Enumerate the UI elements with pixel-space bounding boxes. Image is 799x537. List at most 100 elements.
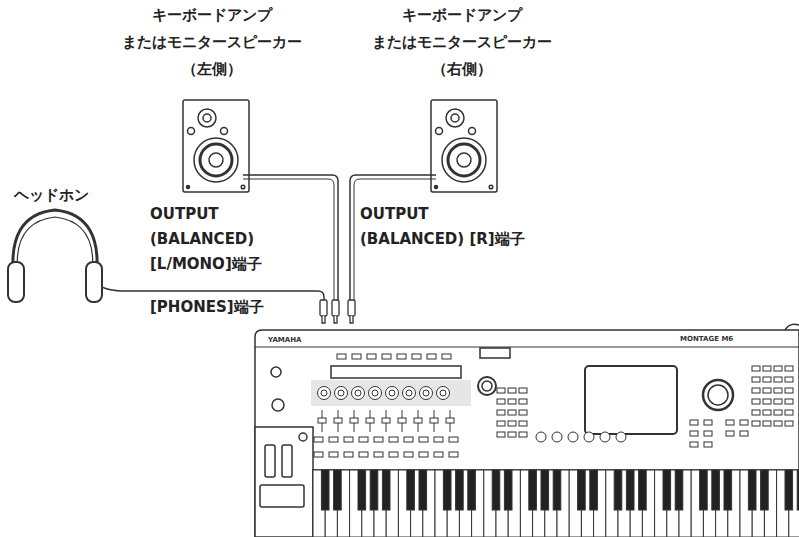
knob [536, 432, 546, 442]
panel-button [419, 437, 428, 442]
phones-label: [PHONES]端子 [150, 295, 310, 320]
panel-button [785, 410, 793, 415]
black-key [419, 470, 427, 510]
panel-button [704, 420, 712, 425]
output-label: OUTPUT (BALANCED) [L/MONO]端子 [150, 202, 326, 277]
black-key [626, 470, 634, 510]
black-key [382, 470, 390, 510]
panel-button [740, 431, 748, 436]
black-key [761, 470, 769, 510]
panel-button [329, 452, 338, 457]
black-key [797, 470, 799, 510]
panel-button [449, 437, 458, 442]
panel-button [508, 388, 516, 393]
knob [389, 390, 395, 396]
slider-cap [398, 418, 406, 423]
panel-button [442, 354, 451, 359]
panel-button [704, 431, 712, 436]
knob [321, 390, 327, 396]
panel-button [449, 452, 458, 457]
headphones-label: ヘッドホン [14, 183, 124, 208]
panel-button [785, 421, 793, 426]
panel-button [344, 437, 353, 442]
panel-button [412, 354, 421, 359]
black-key [541, 470, 549, 510]
panel-button [359, 452, 368, 457]
slider-cap [414, 418, 422, 423]
panel-button [397, 354, 406, 359]
knob [616, 432, 626, 442]
panel-button [763, 421, 771, 426]
panel-button [785, 388, 793, 393]
panel-button [752, 399, 760, 404]
panel-button [497, 399, 505, 404]
panel-button [763, 388, 771, 393]
speaker-label: キーボードアンプ またはモニタースピーカー （右側） [362, 2, 562, 83]
panel-button [704, 442, 712, 447]
model-logo: MONTAGE M6 [680, 335, 760, 343]
knob [369, 387, 382, 400]
black-key [553, 470, 561, 510]
slider-cap [446, 418, 454, 423]
panel-button [352, 354, 361, 359]
black-key [700, 470, 708, 510]
black-key [614, 470, 622, 510]
panel-button [404, 437, 413, 442]
panel-button [519, 388, 527, 393]
panel-button [389, 437, 398, 442]
panel-button [726, 420, 734, 425]
knob [372, 390, 378, 396]
panel-button [382, 354, 391, 359]
panel-button [519, 410, 527, 415]
panel-button [763, 410, 771, 415]
plugs [320, 300, 355, 323]
speaker-label: キーボードアンプ またはモニタースピーカー （左側） [112, 2, 312, 83]
black-key [663, 470, 671, 510]
panel-button [427, 354, 436, 359]
output-label: OUTPUT (BALANCED) [R]端子 [360, 202, 536, 252]
panel-button [497, 388, 505, 393]
panel-button [785, 377, 793, 382]
panel-button [774, 410, 782, 415]
panel-button [763, 377, 771, 382]
panel-button [752, 421, 760, 426]
knob [437, 387, 450, 400]
panel-button [690, 431, 698, 436]
black-key [748, 470, 756, 510]
slider-cap [334, 418, 342, 423]
knob [352, 387, 365, 400]
panel-button [497, 410, 505, 415]
knob [600, 432, 610, 442]
black-key [578, 470, 586, 510]
keyboard [255, 324, 799, 537]
black-key [358, 470, 366, 510]
panel-button [752, 388, 760, 393]
panel-button [519, 421, 527, 426]
panel-button [774, 366, 782, 371]
black-key [712, 470, 720, 510]
panel-button [519, 432, 527, 437]
slider-cap [366, 418, 374, 423]
panel-button [752, 377, 760, 382]
slider-cap [350, 418, 358, 423]
panel-button [774, 399, 782, 404]
panel-button [508, 421, 516, 426]
knob [584, 432, 594, 442]
panel-button [374, 437, 383, 442]
panel-button [359, 437, 368, 442]
slider-cap [382, 418, 390, 423]
panel-button [763, 366, 771, 371]
black-key [639, 470, 647, 510]
knob [403, 387, 416, 400]
panel-button [774, 421, 782, 426]
black-key [529, 470, 537, 510]
black-key [443, 470, 451, 510]
black-key [492, 470, 500, 510]
headphones [8, 210, 102, 302]
panel-button [690, 420, 698, 425]
black-key [468, 470, 476, 510]
black-key [785, 470, 793, 510]
panel-button [497, 421, 505, 426]
panel-button [726, 431, 734, 436]
